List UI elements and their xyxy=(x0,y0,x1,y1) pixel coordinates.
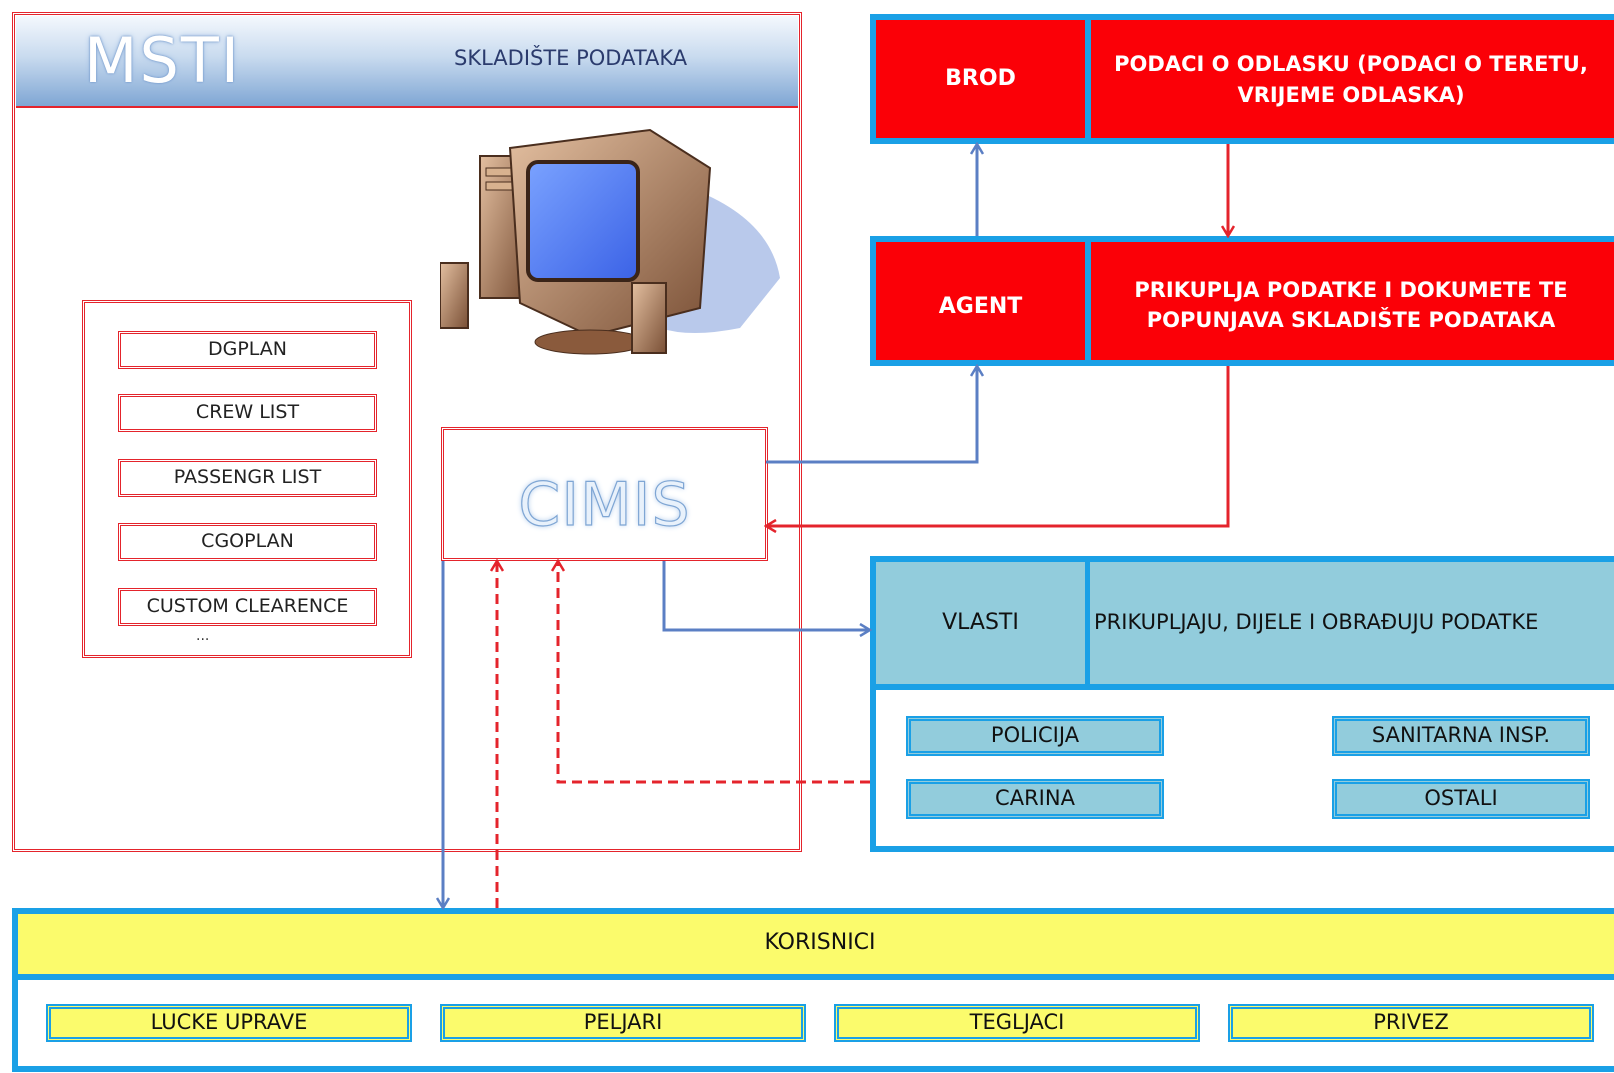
doc-dgplan: DGPLAN xyxy=(118,331,377,369)
doc-custom-clearence: CUSTOM CLEARENCE xyxy=(118,588,377,626)
brod-description-line2: VRIJEME ODLASKA) xyxy=(1237,83,1465,107)
msti-title: MSTI xyxy=(84,24,242,97)
korisnici-label: KORISNICI xyxy=(764,930,876,955)
document-list-container xyxy=(82,300,412,658)
authority-policija: POLICIJA xyxy=(906,716,1164,756)
brod-box: BROD PODACI O ODLASKU (PODACI O TERETU, … xyxy=(870,14,1614,144)
agent-description-line2: POPUNJAVA SKLADIŠTE PODATAKA xyxy=(1146,308,1556,332)
agent-box: AGENT PRIKUPLJA PODATKE I DOKUMETE TE PO… xyxy=(870,236,1614,366)
brod-label: BROD xyxy=(945,66,1016,91)
brod-description-line1: PODACI O ODLASKU (PODACI O TERETU, xyxy=(1114,52,1588,76)
user-lucke-uprave: LUCKE UPRAVE xyxy=(46,1004,412,1042)
msti-subtitle: SKLADIŠTE PODATAKA xyxy=(454,46,688,70)
user-peljari: PELJARI xyxy=(440,1004,806,1042)
vlasti-header-band xyxy=(876,562,1614,684)
arrow-vlasti-to-cimis xyxy=(558,561,870,784)
vlasti-separator xyxy=(876,684,1614,690)
doc-cgoplan: CGOPLAN xyxy=(118,523,377,561)
user-privez: PRIVEZ xyxy=(1228,1004,1594,1042)
vlasti-label: VLASTI xyxy=(942,610,1019,635)
agent-label: AGENT xyxy=(938,294,1023,319)
msti-container xyxy=(12,12,802,852)
arrow-cimis-to-vlasti xyxy=(662,561,870,630)
vlasti-description: PRIKUPLJAJU, DIJELE I OBRAĐUJU PODATKE xyxy=(1094,610,1539,634)
arrow-cimis-to-agent xyxy=(766,366,977,464)
doc-passenger-list: PASSENGR LIST xyxy=(118,459,377,497)
vlasti-divider xyxy=(1085,562,1090,684)
agent-description-line1: PRIKUPLJA PODATKE I DOKUMETE TE xyxy=(1134,278,1568,302)
desktop-computer-icon xyxy=(440,128,780,355)
brod-divider xyxy=(1085,20,1091,138)
msti-header xyxy=(16,16,798,108)
korisnici-header-band xyxy=(18,914,1614,974)
doc-crew-list: CREW LIST xyxy=(118,394,377,432)
authority-carina: CARINA xyxy=(906,779,1164,819)
user-tegljaci: TEGLJACI xyxy=(834,1004,1200,1042)
korisnici-separator xyxy=(18,974,1614,980)
cimis-box xyxy=(441,427,768,561)
arrow-agent-to-cimis xyxy=(766,366,1230,526)
cimis-label: CIMIS xyxy=(518,469,691,540)
agent-divider xyxy=(1085,242,1091,360)
authority-ostali: OSTALI xyxy=(1332,779,1590,819)
authority-sanitarna-insp: SANITARNA INSP. xyxy=(1332,716,1590,756)
documents-more: ... xyxy=(196,628,210,644)
